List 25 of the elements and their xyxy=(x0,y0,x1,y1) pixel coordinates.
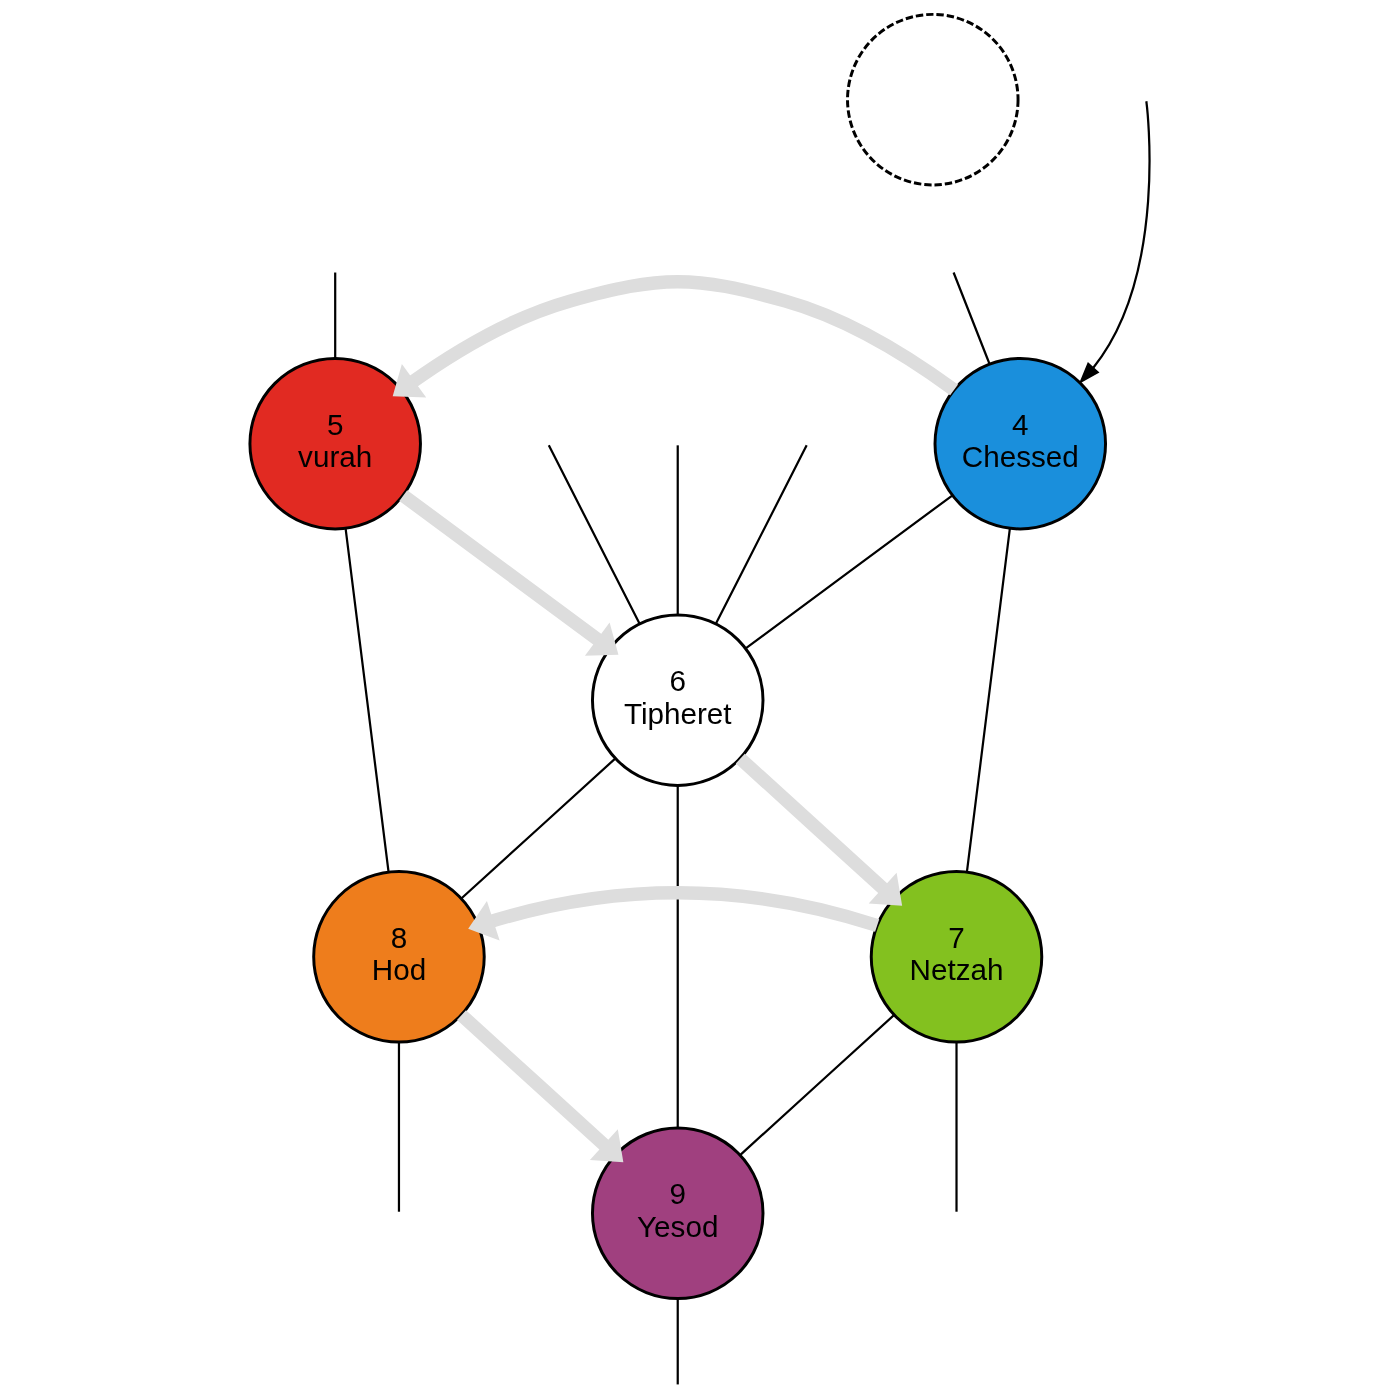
connector xyxy=(460,757,616,900)
connector xyxy=(676,785,679,1128)
connector xyxy=(676,445,679,615)
connector xyxy=(676,1298,679,1385)
connector xyxy=(965,528,1011,873)
connector xyxy=(745,494,953,650)
arrow xyxy=(457,1010,624,1163)
arrow xyxy=(399,490,619,656)
connector xyxy=(715,444,808,624)
connector xyxy=(397,1042,401,1212)
arrow xyxy=(735,753,903,906)
node-circle: 6 Tipheret xyxy=(591,613,765,787)
connector xyxy=(952,272,991,365)
node-circle xyxy=(846,12,1020,187)
connector xyxy=(739,1014,895,1156)
connector xyxy=(344,528,390,873)
arrow xyxy=(392,275,958,398)
connector xyxy=(955,1042,958,1212)
node-circle: 8 Hod xyxy=(312,870,486,1044)
node-circle: 5 vurah xyxy=(248,356,422,531)
connector xyxy=(334,272,337,359)
arrow xyxy=(1078,101,1151,384)
arrow xyxy=(468,886,880,941)
node-circle: 4 Chessed xyxy=(933,356,1108,531)
connector xyxy=(547,444,641,624)
